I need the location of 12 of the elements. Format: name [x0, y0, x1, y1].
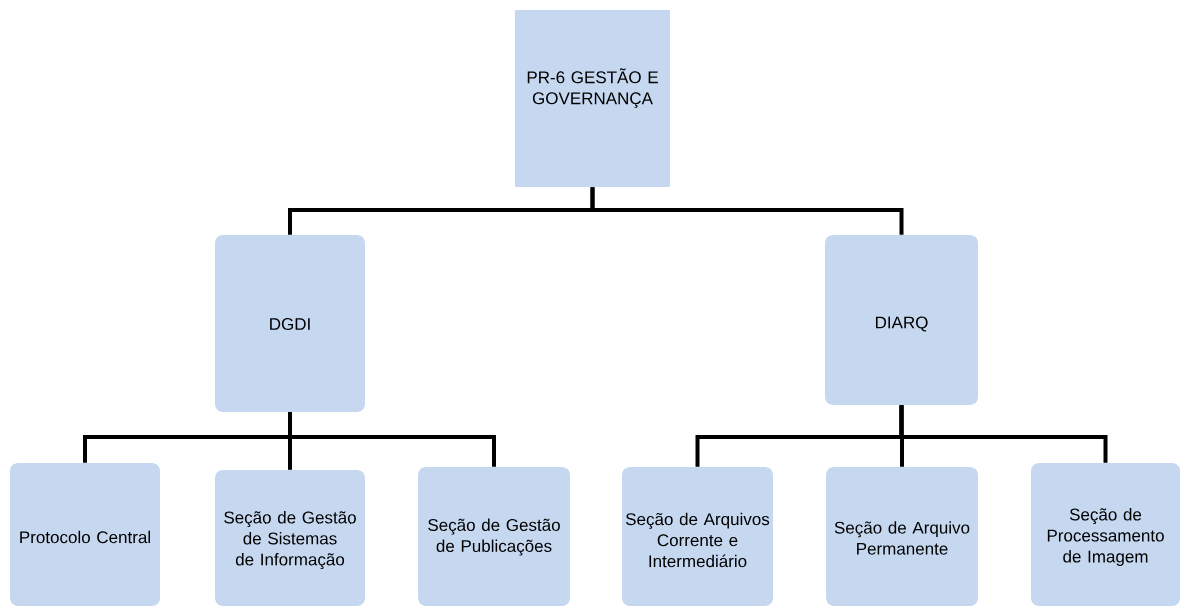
org-box: Seção de Arquivos Corrente e Intermediário [622, 467, 773, 606]
org-box: Protocolo Central [10, 463, 160, 606]
org-box: DGDI [215, 235, 365, 412]
org-box: PR-6 GESTÃO E GOVERNANÇA [515, 10, 670, 187]
org-box: Seção de Gestão de Sistemas de Informação [215, 470, 365, 606]
connector-line [899, 405, 1108, 463]
connector-line [590, 187, 904, 235]
org-box: Seção de Arquivo Permanente [826, 467, 978, 606]
connector-line [288, 412, 496, 467]
org-box: Seção de Gestão de Publicações [418, 467, 570, 606]
org-box: Seção de Processamento de Imagem [1031, 463, 1180, 606]
org-box: DIARQ [825, 235, 978, 405]
